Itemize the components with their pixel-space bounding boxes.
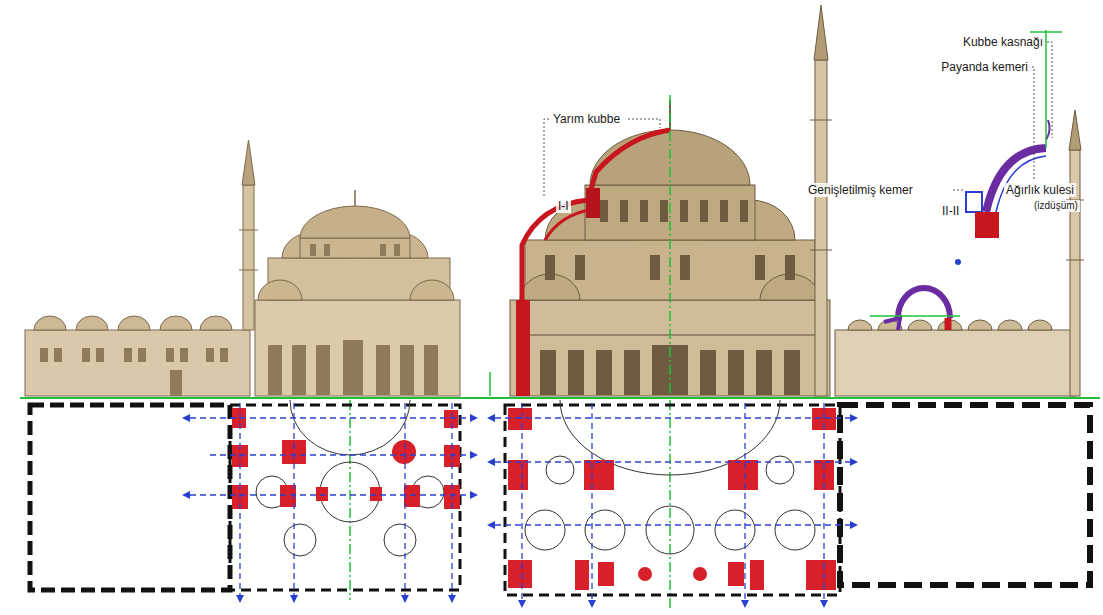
- section-I: [522, 130, 670, 396]
- section-II: [884, 120, 1050, 330]
- part-label: Genişletilmiş kemer: [806, 183, 915, 197]
- right-plan: [487, 400, 1090, 608]
- part-label: Kubbe kasnağı: [961, 35, 1045, 49]
- left-elevation: [25, 140, 460, 396]
- part-label: I-I: [556, 199, 571, 213]
- left-plan: [30, 400, 478, 603]
- part-label: Payanda kemeri: [939, 60, 1030, 74]
- right-elevation: [510, 5, 1084, 396]
- part-label: II-II: [940, 204, 961, 218]
- leader-lines: [544, 42, 1052, 196]
- part-label: Yarım kubbe: [551, 112, 622, 126]
- part-label: (izdüşüm): [1032, 200, 1080, 212]
- part-label: Ağırlık kulesi: [1004, 183, 1076, 197]
- axis-lines: [20, 30, 1100, 610]
